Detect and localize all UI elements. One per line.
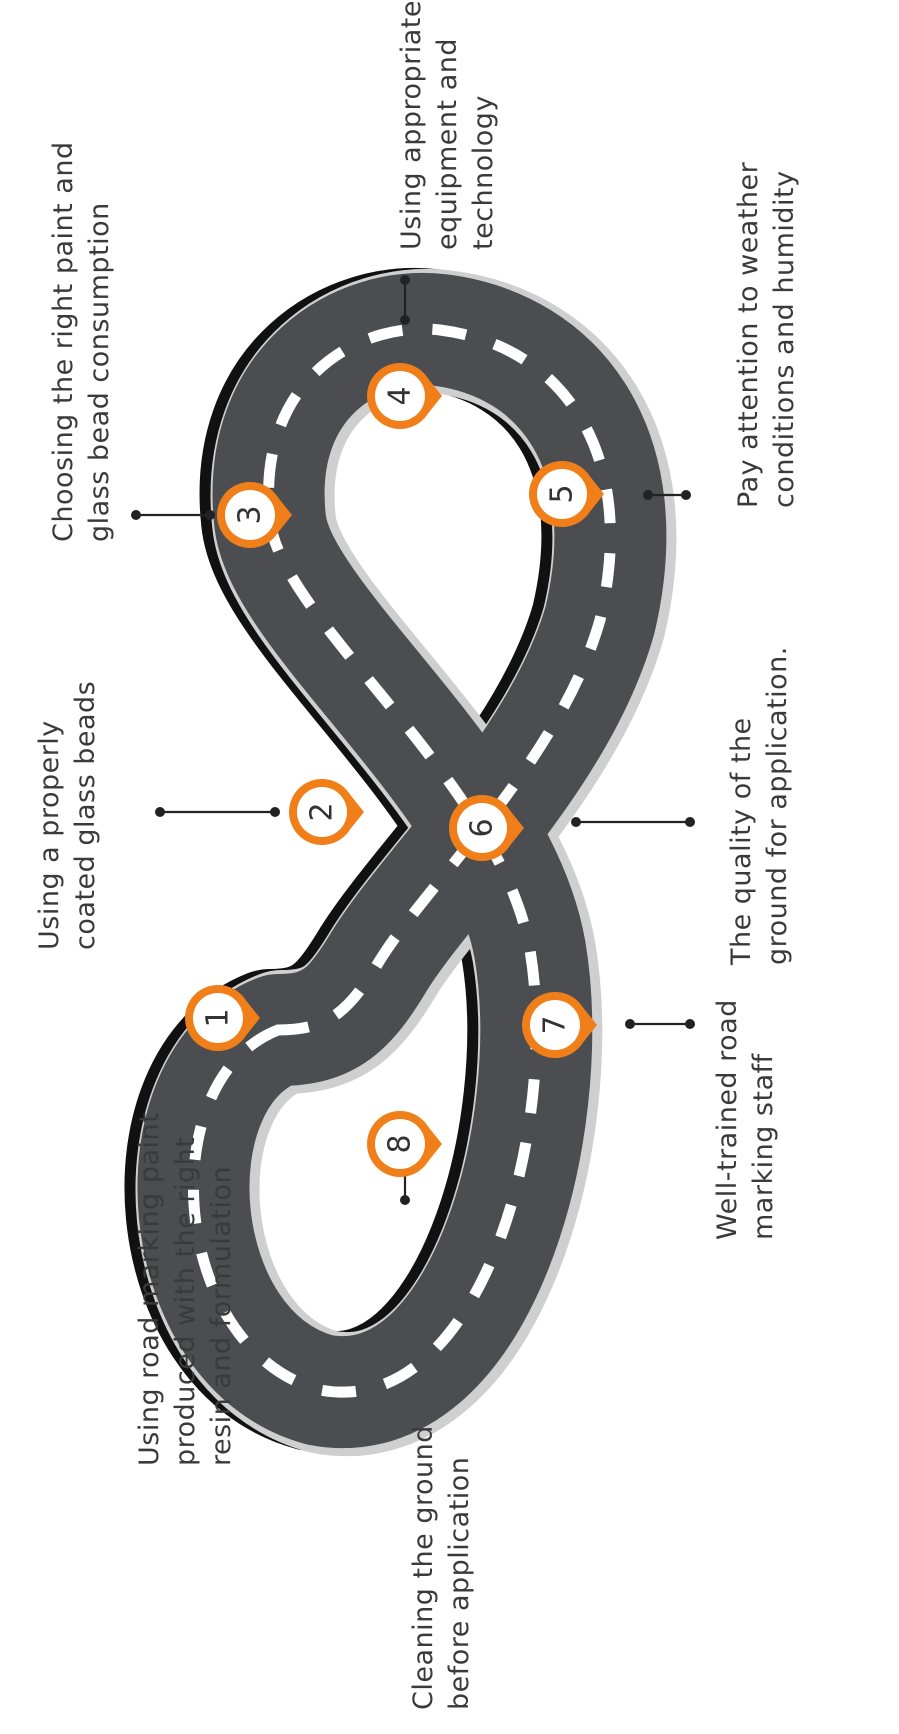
marker-number-7: 7 <box>538 1015 573 1034</box>
caption-6: The quality of the ground for applicatio… <box>726 646 793 966</box>
marker-number-8: 8 <box>383 1134 418 1153</box>
leader-dot-4 <box>400 275 410 285</box>
caption-1-line-2: produced with the right <box>170 1137 201 1466</box>
marker-number-3: 3 <box>233 505 268 524</box>
caption-8-line-2: before application <box>444 1457 475 1710</box>
marker-number-6: 6 <box>465 818 500 837</box>
caption-4-line-2: equipment and <box>432 38 463 250</box>
caption-8: Cleaning the ground before application <box>408 1425 475 1710</box>
leader-dot-3 <box>131 510 141 520</box>
caption-2-line-1: Using a properly <box>34 720 65 950</box>
leader-dot-3b <box>205 510 215 520</box>
leader-dot-2b <box>270 807 280 817</box>
caption-7-line-1: Well-trained road <box>712 999 743 1240</box>
caption-5-line-2: conditions and humidity <box>769 170 800 508</box>
leader-dot-5 <box>643 490 653 500</box>
caption-3: Choosing the right paint and glass bead … <box>48 141 115 542</box>
caption-2-line-2: coated glass beads <box>70 681 101 950</box>
caption-4-line-3: technology <box>468 95 499 250</box>
leader-dot-6 <box>571 817 581 827</box>
leader-dot-7b <box>685 1019 695 1029</box>
caption-2: Using a properly coated glass beads <box>34 681 101 950</box>
marker-number-2: 2 <box>305 802 340 821</box>
caption-6-line-2: ground for application. <box>762 646 793 965</box>
marker-number-5: 5 <box>545 484 580 503</box>
caption-1-line-3: resin and formulation <box>206 1166 237 1466</box>
marker-number-4: 4 <box>383 386 418 405</box>
caption-5: Pay attention to weather conditions and … <box>733 161 800 508</box>
caption-5-line-1: Pay attention to weather <box>733 161 764 508</box>
marker-2: 2 <box>289 779 364 845</box>
marker-number-1: 1 <box>201 1008 236 1027</box>
caption-1-line-1: Using road marking paint <box>134 1112 165 1466</box>
leader-dot-4b <box>400 315 410 325</box>
leader-dot-2 <box>155 807 165 817</box>
leader-dot-7 <box>625 1019 635 1029</box>
caption-4-line-1: Using appropriate <box>396 0 427 250</box>
caption-3-line-1: Choosing the right paint and <box>48 141 79 542</box>
caption-3-line-2: glass bead consumption <box>84 202 115 542</box>
caption-7-line-2: marking staff <box>748 1052 779 1240</box>
leader-dot-5b <box>681 490 691 500</box>
caption-8-line-1: Cleaning the ground <box>408 1425 439 1710</box>
leader-dot-6b <box>685 817 695 827</box>
marker-8: 8 <box>367 1111 442 1177</box>
leader-dot-1b <box>400 1195 410 1205</box>
caption-7: Well-trained road marking staff <box>712 999 779 1240</box>
caption-6-line-1: The quality of the <box>726 717 757 966</box>
caption-4: Using appropriate equipment and technolo… <box>396 0 499 250</box>
